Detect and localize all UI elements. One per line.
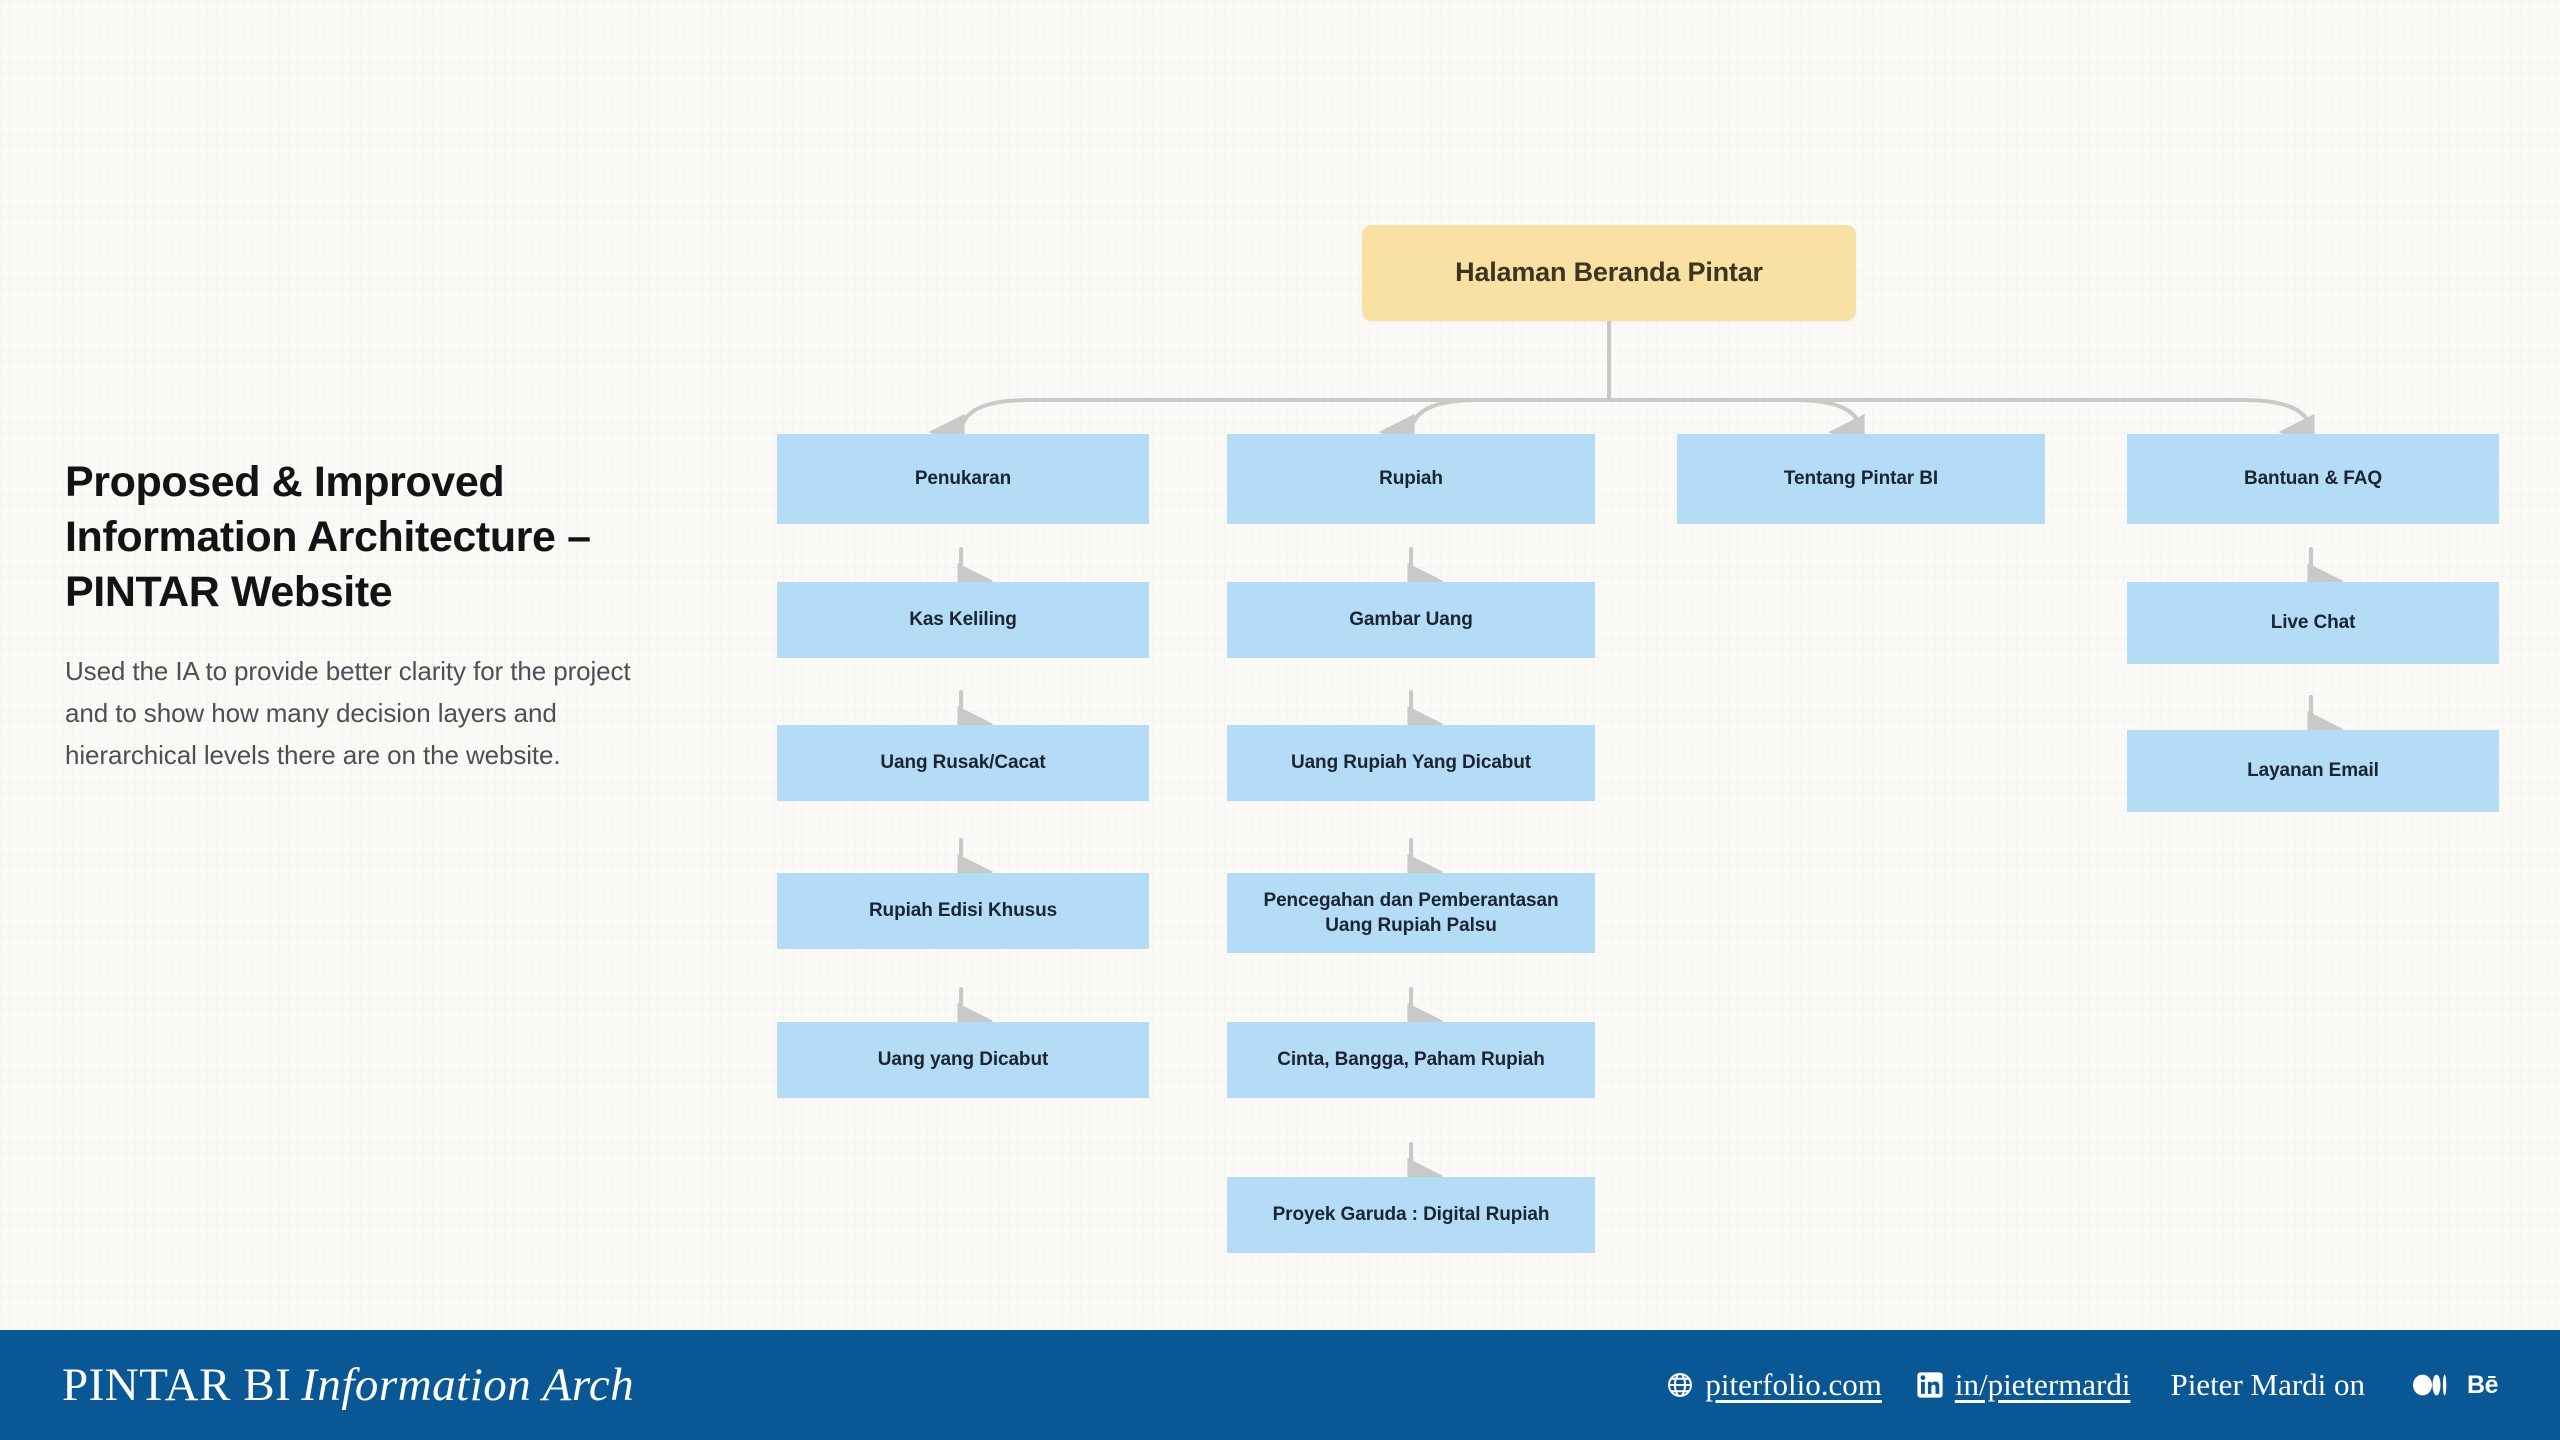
node-label: Layanan Email: [2247, 760, 2379, 782]
footer-brand-italic: Information Arch: [301, 1359, 635, 1411]
node-label: Bantuan & FAQ: [2243, 468, 2383, 490]
node-label: Rupiah: [1379, 468, 1443, 490]
footer-brand-primary: PINTAR BI: [62, 1359, 292, 1411]
node-uang-yang-dicabut[interactable]: Uang yang Dicabut: [777, 1022, 1149, 1098]
footer-links: piterfolio.com in/pietermardi Pieter Mar…: [1666, 1367, 2498, 1403]
website-link-label: piterfolio.com: [1705, 1367, 1882, 1402]
node-label: Cinta, Bangga, Paham Rupiah: [1277, 1049, 1545, 1071]
behance-icon[interactable]: Bē: [2467, 1370, 2498, 1399]
node-label: Uang Rusak/Cacat: [880, 752, 1046, 774]
node-label: Uang yang Dicabut: [877, 1049, 1049, 1071]
node-label: Pencegahan dan Pemberantasan Uang Rupiah…: [1263, 889, 1559, 936]
connector-root-to-tentang: [1607, 398, 1865, 450]
node-root[interactable]: Halaman Beranda Pintar: [1362, 225, 1856, 321]
node-label: Penukaran: [914, 468, 1012, 490]
node-pencegahan-uang-palsu[interactable]: Pencegahan dan Pemberantasan Uang Rupiah…: [1227, 873, 1595, 953]
connector-root-to-penukaran: [928, 398, 1611, 450]
social-icons: Bē: [2413, 1371, 2498, 1400]
node-rupiah-edisi-khusus[interactable]: Rupiah Edisi Khusus: [777, 873, 1149, 949]
intro-text-block: Proposed & Improved Information Architec…: [65, 455, 675, 776]
node-tentang-pintar-bi[interactable]: Tentang Pintar BI: [1677, 434, 2045, 524]
node-label: Live Chat: [2270, 612, 2356, 634]
linkedin-icon: [1916, 1371, 1944, 1399]
author-name: Pieter Mardi on: [2170, 1367, 2366, 1402]
node-cinta-bangga-paham-rupiah[interactable]: Cinta, Bangga, Paham Rupiah: [1227, 1022, 1595, 1098]
page-description: Used the IA to provide better clarity fo…: [65, 656, 631, 771]
connector-root-to-bantuan: [1607, 398, 2315, 450]
node-root-label: Halaman Beranda Pintar: [1455, 257, 1763, 288]
page-title: Proposed & Improved Information Architec…: [65, 458, 591, 617]
node-label: Gambar Uang: [1349, 609, 1473, 631]
node-label: Tentang Pintar BI: [1783, 468, 1939, 490]
node-label: Rupiah Edisi Khusus: [868, 900, 1058, 922]
linkedin-link-label: in/pietermardi: [1954, 1367, 2131, 1402]
connector-root-to-rupiah: [1378, 398, 1611, 450]
tree-connectors: [928, 320, 2344, 1194]
website-link[interactable]: piterfolio.com: [1666, 1367, 1882, 1403]
medium-icon[interactable]: [2413, 1374, 2447, 1396]
node-label: Kas Keliling: [909, 609, 1017, 631]
linkedin-link[interactable]: in/pietermardi: [1916, 1367, 2131, 1403]
node-uang-rusak-cacat[interactable]: Uang Rusak/Cacat: [777, 725, 1149, 801]
node-proyek-garuda[interactable]: Proyek Garuda : Digital Rupiah: [1227, 1177, 1595, 1253]
node-rupiah[interactable]: Rupiah: [1227, 434, 1595, 524]
node-uang-rupiah-yang-dicabut[interactable]: Uang Rupiah Yang Dicabut: [1227, 725, 1595, 801]
node-kas-keliling[interactable]: Kas Keliling: [777, 582, 1149, 658]
node-label: Proyek Garuda : Digital Rupiah: [1272, 1204, 1550, 1226]
node-penukaran[interactable]: Penukaran: [777, 434, 1149, 524]
node-live-chat[interactable]: Live Chat: [2127, 582, 2499, 664]
globe-icon: [1666, 1371, 1694, 1399]
node-gambar-uang[interactable]: Gambar Uang: [1227, 582, 1595, 658]
node-layanan-email[interactable]: Layanan Email: [2127, 730, 2499, 812]
node-label: Uang Rupiah Yang Dicabut: [1290, 752, 1532, 774]
node-bantuan-faq[interactable]: Bantuan & FAQ: [2127, 434, 2499, 524]
